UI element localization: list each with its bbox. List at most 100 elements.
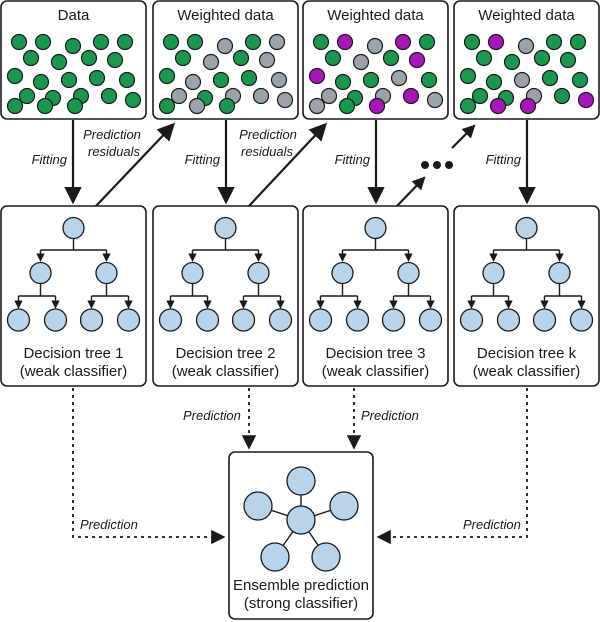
ellipsis-icon xyxy=(421,161,453,169)
tree-leaf xyxy=(231,308,256,332)
data-box-3-points xyxy=(308,33,444,115)
tree-node xyxy=(515,216,538,240)
data-point xyxy=(268,33,286,51)
data-point xyxy=(402,87,420,105)
data-point xyxy=(571,71,589,89)
data-point xyxy=(276,91,294,109)
tree-leaf xyxy=(79,308,104,332)
data-box-3: Weighted data xyxy=(302,0,449,120)
data-point xyxy=(541,69,559,87)
data-point xyxy=(463,33,481,51)
residual-label-2-line2: residuals xyxy=(241,144,294,159)
data-point xyxy=(324,49,342,67)
data-box-1-points xyxy=(6,33,142,115)
data-point xyxy=(116,33,134,51)
residual-arrow-3 xyxy=(396,176,426,207)
residual-label-1-line2: residuals xyxy=(88,144,141,159)
ensemble-node xyxy=(329,491,359,521)
tree-leaf xyxy=(459,308,484,332)
data-point xyxy=(240,69,258,87)
ensemble-node xyxy=(286,466,316,496)
tree-box-4: Decision tree k (weak classifier) xyxy=(453,205,600,387)
data-point xyxy=(519,97,537,115)
data-box-3-title: Weighted data xyxy=(327,7,424,24)
data-box-2-points xyxy=(158,33,294,115)
tree-leaf xyxy=(158,308,183,332)
tree-1-subtitle: (weak classifier) xyxy=(20,363,128,380)
data-point xyxy=(216,37,234,55)
ensemble-title: Ensemble prediction xyxy=(233,577,369,594)
tree-leaf xyxy=(195,308,220,332)
data-point xyxy=(408,51,426,69)
fitting-label-4: Fitting xyxy=(486,152,522,167)
decision-tree-k-graph xyxy=(459,216,594,332)
tree-node xyxy=(214,216,237,240)
data-point xyxy=(569,33,587,51)
ensemble-subtitle: (strong classifier) xyxy=(244,595,358,612)
prediction-label-2: Prediction xyxy=(183,408,241,423)
ensemble-center-node xyxy=(286,505,316,535)
fitting-label-1: Fitting xyxy=(32,152,68,167)
data-point xyxy=(252,87,270,105)
tree-node xyxy=(482,261,505,285)
residual-arrow-1 xyxy=(95,122,176,207)
data-point xyxy=(334,73,352,91)
data-point xyxy=(426,91,444,109)
data-point xyxy=(202,53,220,71)
data-point xyxy=(513,71,531,89)
data-point xyxy=(158,97,176,115)
residual-label-2-line1: Prediction xyxy=(239,127,297,142)
data-point xyxy=(174,49,192,67)
data-point xyxy=(170,87,188,105)
data-point xyxy=(18,87,36,105)
data-point xyxy=(88,69,106,87)
data-point xyxy=(475,49,493,67)
data-point xyxy=(184,73,202,91)
tree-leaf xyxy=(381,308,406,332)
data-point xyxy=(124,91,142,109)
data-point xyxy=(32,73,50,91)
data-point xyxy=(485,73,503,91)
data-point xyxy=(362,71,380,89)
data-point xyxy=(22,49,40,67)
tree-3-subtitle: (weak classifier) xyxy=(322,363,430,380)
tree-leaf xyxy=(308,308,333,332)
tree-node xyxy=(62,216,85,240)
data-point xyxy=(517,37,535,55)
tree-4-subtitle: (weak classifier) xyxy=(473,363,581,380)
tree-node xyxy=(95,261,118,285)
ensemble-node xyxy=(311,542,341,572)
tree-4-title: Decision tree k xyxy=(477,345,577,362)
decision-tree-1-graph xyxy=(6,216,141,332)
data-point xyxy=(92,33,110,51)
data-point xyxy=(394,33,412,51)
tree-2-title: Decision tree 2 xyxy=(175,345,275,362)
tree-leaf xyxy=(268,308,293,332)
residual-label-1-line1: Prediction xyxy=(83,127,141,142)
data-point xyxy=(503,53,521,71)
tree-leaf xyxy=(6,308,31,332)
decision-tree-2-graph xyxy=(158,216,293,332)
tree-node xyxy=(247,261,270,285)
data-box-1: Data xyxy=(0,0,147,120)
tree-leaf xyxy=(116,308,141,332)
data-point xyxy=(162,33,180,51)
data-box-4: Weighted data xyxy=(453,0,600,120)
tree-3-title: Decision tree 3 xyxy=(325,345,425,362)
data-point xyxy=(487,33,505,51)
ensemble-node xyxy=(260,542,290,572)
data-point xyxy=(244,33,262,51)
tree-1-title: Decision tree 1 xyxy=(23,345,123,362)
data-point xyxy=(366,37,384,55)
data-point xyxy=(218,97,236,115)
data-point xyxy=(368,97,386,115)
data-point xyxy=(320,87,338,105)
data-point xyxy=(34,33,52,51)
data-point xyxy=(6,67,24,85)
data-point xyxy=(545,33,563,51)
data-point xyxy=(64,37,82,55)
data-point xyxy=(489,97,507,115)
ensemble-graph xyxy=(243,466,359,572)
data-point xyxy=(106,51,124,69)
